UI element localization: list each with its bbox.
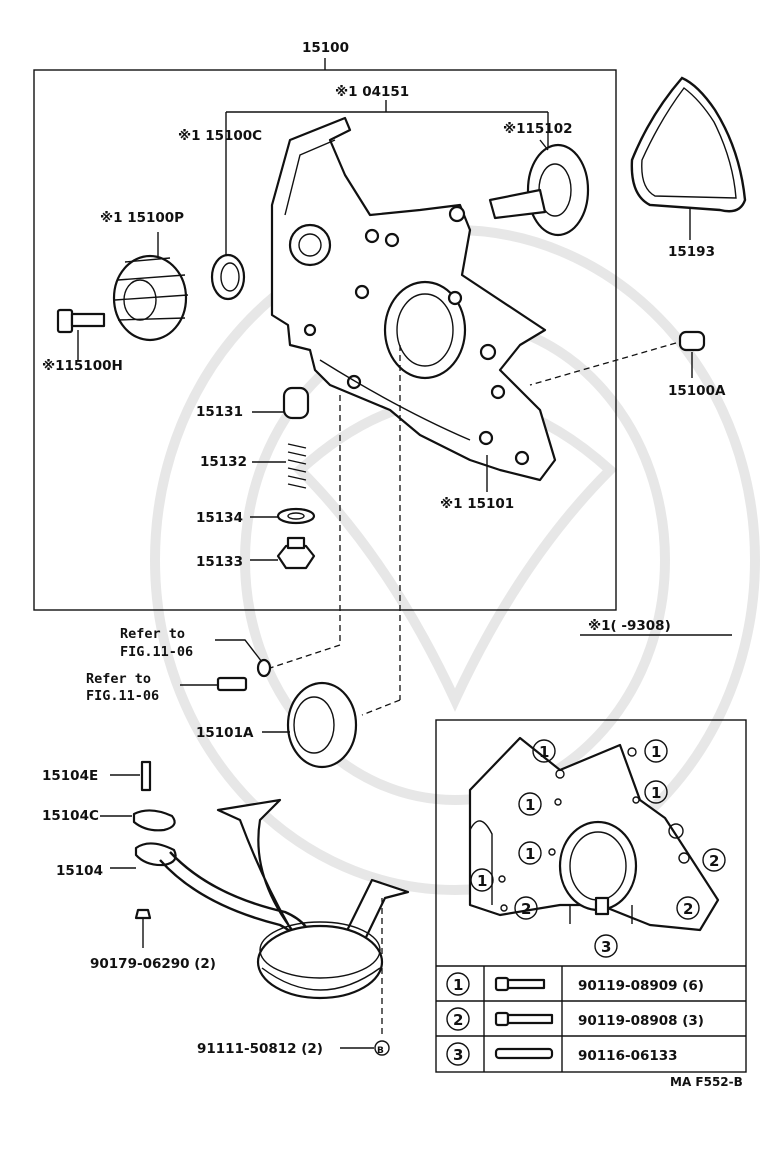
- table-row: 2 90119-08908 (3): [446, 1007, 704, 1031]
- label-15100p: ※1 15100P: [100, 210, 184, 226]
- label-15133: 15133: [196, 554, 243, 570]
- callout-circle: [532, 739, 556, 763]
- callout-num: 1: [651, 743, 661, 761]
- marker-b: B: [377, 1046, 384, 1056]
- label-15104e: 15104E: [42, 768, 98, 784]
- bolt-icon: [494, 1011, 510, 1027]
- label-15104: 15104: [56, 863, 103, 879]
- label-15104c: 15104C: [42, 808, 99, 824]
- callout-num: 3: [601, 938, 611, 956]
- footnote: ※1( -9308): [580, 618, 732, 636]
- callout-circle: [514, 896, 538, 920]
- inset-callouts: 1 1 1 1 1 1 2 2 2 3: [470, 739, 726, 958]
- table-row: 3 90116-06133: [446, 1042, 678, 1066]
- callout-circle: [644, 780, 668, 804]
- callout-num: 1: [651, 784, 661, 802]
- callout-num: 1: [477, 872, 487, 890]
- bolt-icon: [494, 976, 510, 992]
- label-15132: 15132: [200, 454, 247, 470]
- callout-num: 2: [683, 900, 693, 918]
- table-row: 1 90119-08909 (6): [446, 972, 704, 996]
- label-15102: ※115102: [503, 121, 572, 137]
- refer2-line1: Refer to: [86, 671, 151, 687]
- label-91111: 91111-50812 (2): [197, 1041, 323, 1057]
- assembly-frame: 15100: [33, 40, 617, 611]
- stud-icon: [494, 1047, 554, 1060]
- label-15100h: ※115100H: [42, 358, 123, 374]
- refer1-line2: FIG.11-06: [120, 644, 193, 660]
- callout-circle: [676, 896, 700, 920]
- kit-bracket: ※1 04151: [225, 84, 549, 255]
- refer2-line2: FIG.11-06: [86, 688, 159, 704]
- label-04151: ※1 04151: [335, 84, 409, 100]
- bolt-shank-icon: [506, 1013, 554, 1025]
- label-15131: 15131: [196, 404, 243, 420]
- callout-num: 1: [539, 743, 549, 761]
- bolt-15100h: ※115100H: [42, 308, 123, 374]
- assembly-label: 15100: [302, 40, 349, 56]
- table-key: 3: [453, 1046, 463, 1064]
- callout-num: 1: [525, 796, 535, 814]
- callout-circle: [518, 792, 542, 816]
- label-90179: 90179-06290 (2): [90, 956, 216, 972]
- label-15101: ※1 15101: [440, 496, 514, 512]
- pin-15100a: 15100A: [529, 330, 726, 399]
- table-part-number: 90119-08909 (6): [578, 978, 704, 994]
- label-15101a: 15101A: [196, 725, 254, 741]
- oil-pump-body: [270, 116, 557, 482]
- bolt-shank-icon: [506, 978, 546, 990]
- strainer-parts: 15104E 15104C 15104 90179-06290 (2) B 91…: [42, 760, 410, 1057]
- figure-code: MA F552-B: [670, 1075, 743, 1089]
- gear-15100p: ※1 15100P: [100, 210, 189, 342]
- inset-legend-table: 1 90119-08909 (6) 2 90119-08908 (3) 3 90…: [436, 965, 746, 1072]
- callout-circle: [518, 841, 542, 865]
- callout-circle: [644, 739, 668, 763]
- refer-group-2: Refer to FIG.11-06: [86, 671, 248, 704]
- label-15100c: ※1 15100C: [178, 128, 262, 144]
- gasket-15193: 15193: [630, 76, 747, 260]
- table-part-number: 90116-06133: [578, 1048, 678, 1064]
- table-key: 2: [453, 1011, 463, 1029]
- seal-15101a: 15101A: [196, 681, 358, 769]
- rotor-15102: ※115102: [488, 121, 590, 237]
- callout-circle: [702, 848, 726, 872]
- callout-circle: [594, 934, 618, 958]
- callout-num: 1: [525, 845, 535, 863]
- seal-15100c: ※1 15100C: [178, 128, 262, 301]
- inset-panel: [435, 719, 747, 1073]
- label-15134: 15134: [196, 510, 243, 526]
- label-15193: 15193: [668, 244, 715, 260]
- relief-valve-parts: 15131 15132 15134 15133: [196, 386, 316, 570]
- refer1-line1: Refer to: [120, 626, 185, 642]
- callout-num: 2: [709, 852, 719, 870]
- refer-group-1: Refer to FIG.11-06: [120, 626, 272, 678]
- label-15100a: 15100A: [668, 383, 726, 399]
- callout-circle: [470, 868, 494, 892]
- table-part-number: 90119-08908 (3): [578, 1013, 704, 1029]
- table-key: 1: [453, 976, 463, 994]
- callout-num: 2: [521, 900, 531, 918]
- footnote-text: ※1( -9308): [588, 618, 671, 634]
